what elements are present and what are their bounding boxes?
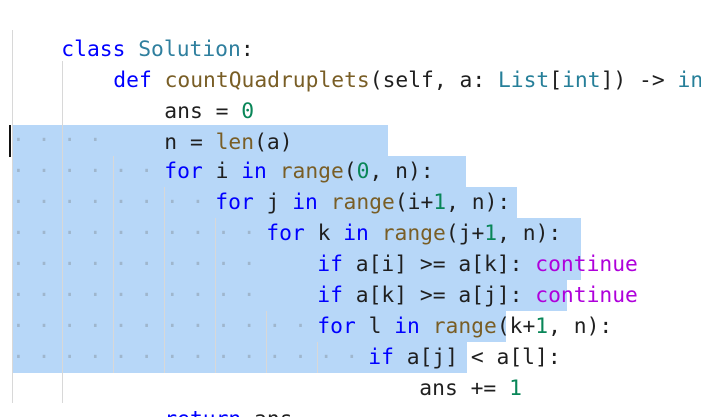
indent-guide-level-3 [113, 156, 114, 373]
code-line-7[interactable]: for k in range(j+1, n): [215, 187, 561, 246]
selection-highlight-line-12 [12, 342, 467, 373]
expression-token: a[i] >= a[k]: [342, 252, 536, 277]
keyword-token: if [317, 283, 343, 308]
whitespace-markers-line-6: · · · · · · · · · · · · [12, 159, 154, 184]
keyword-token: for [266, 221, 305, 246]
punctuation-token: , n): [497, 221, 562, 246]
number-token: 0 [241, 99, 255, 124]
keyword-token: return [164, 407, 241, 417]
function-call-token: range [330, 190, 395, 215]
punctuation-token: [ [549, 68, 563, 93]
selection-highlight-line-9 [12, 249, 581, 280]
type-token: List [497, 68, 550, 93]
indent-guide-level-2 [62, 61, 63, 403]
function-call-token: range [381, 221, 446, 246]
identifier-token: l [355, 314, 395, 339]
code-line-8[interactable]: if a[i] >= a[k]: continue [266, 218, 638, 277]
type-token: int [562, 68, 601, 93]
function-call-token: range [279, 159, 344, 184]
number-token: 1 [433, 190, 447, 215]
punctuation-token: , n): [548, 314, 613, 339]
indent-guide-level-1 [12, 30, 13, 403]
whitespace-markers-line-7: · · · · · · · · · · · · · · · · [12, 190, 205, 215]
code-line-13[interactable]: return ans [113, 373, 292, 417]
whitespace-markers-line-12: · · · · · · · · · · · · · · · · · · · · … [12, 345, 359, 370]
function-call-token: range [432, 314, 497, 339]
expression-token: a[j] < a[l]: [393, 345, 561, 370]
identifier-token: j [253, 190, 293, 215]
class-name-token: Solution [138, 37, 241, 62]
keyword-token: def [113, 68, 152, 93]
punctuation-token: : [240, 37, 254, 62]
identifier-token: n = [164, 130, 216, 155]
code-line-9[interactable]: if a[k] >= a[j]: continue [266, 249, 638, 308]
whitespace-markers-line-11: · · · · · · · · · · · · · · · · · · · · … [12, 314, 307, 339]
indent-guide-level-6 [266, 311, 267, 373]
punctuation-token: ( [343, 159, 357, 184]
code-line-12[interactable]: ans += 1 [368, 342, 522, 401]
indent-guide-level-5 [215, 218, 216, 373]
keyword-token: in [343, 221, 369, 246]
keyword-token: for [164, 159, 203, 184]
whitespace-markers-line-5: · · · · · · · · [12, 128, 102, 153]
punctuation-token: (a) [254, 130, 293, 155]
function-call-token: len [215, 130, 255, 155]
identifier-token: i [202, 159, 242, 184]
selection-highlight-line-7 [12, 187, 517, 218]
control-token: continue [535, 252, 638, 277]
indent-guide-level-7 [317, 342, 318, 373]
keyword-token: in [394, 314, 420, 339]
code-line-10[interactable]: for l in range(k+1, n): [266, 280, 612, 339]
code-line-11[interactable]: if a[j] < a[l]: [317, 311, 560, 370]
code-line-1[interactable]: class Solution: [10, 3, 253, 62]
whitespace-markers-line-8: · · · · · · · · · · · · · · · · · · · · [12, 221, 256, 246]
punctuation-token: (j+ [445, 221, 485, 246]
punctuation-token: , n): [446, 190, 511, 215]
keyword-token: for [317, 314, 356, 339]
expression-token: a[k] >= a[j]: [342, 283, 536, 308]
keyword-token: in [241, 159, 267, 184]
selection-highlight-line-10 [12, 280, 567, 311]
keyword-token: if [368, 345, 394, 370]
punctuation-token: , n): [369, 159, 434, 184]
identifier-token: ans = [164, 99, 242, 124]
whitespace-markers-line-9: · · · · · · · · · · · · · · · · · · · · [12, 252, 256, 277]
identifier-token: ans += [419, 376, 510, 401]
number-token: 1 [484, 221, 498, 246]
code-line-6[interactable]: for j in range(i+1, n): [164, 156, 510, 215]
text-cursor [9, 125, 11, 157]
punctuation-token: ]) -> [600, 68, 678, 93]
function-name-token: countQuadruplets [164, 68, 370, 93]
type-token: int [677, 68, 701, 93]
keyword-token: class [61, 37, 126, 62]
indent-guide-level-4 [164, 187, 165, 373]
number-token: 1 [535, 314, 549, 339]
code-line-3[interactable]: ans = 0 [113, 65, 254, 124]
keyword-token: for [215, 190, 254, 215]
identifier-token: k [304, 221, 344, 246]
selection-highlight-line-5 [12, 125, 388, 156]
number-token: 0 [356, 159, 370, 184]
keyword-token: if [317, 252, 343, 277]
number-token: 1 [509, 376, 522, 401]
whitespace-markers-line-10: · · · · · · · · · · · · · · · · · · · · [12, 283, 256, 308]
parameter-token: (self, a: [369, 68, 498, 93]
identifier-token: ans [241, 407, 292, 417]
code-line-5[interactable]: for i in range(0, n): [113, 125, 433, 184]
selection-highlight-line-11 [12, 311, 506, 342]
control-token: continue [535, 283, 638, 308]
code-line-4[interactable]: n = len(a) [113, 96, 292, 155]
selection-highlight-line-8 [12, 218, 581, 249]
punctuation-token: (k+ [496, 314, 536, 339]
selection-highlight-line-6 [12, 156, 466, 187]
keyword-token: in [292, 190, 318, 215]
punctuation-token: (i+ [394, 190, 434, 215]
code-line-2[interactable]: def countQuadruplets(self, a: List[int])… [62, 34, 701, 93]
